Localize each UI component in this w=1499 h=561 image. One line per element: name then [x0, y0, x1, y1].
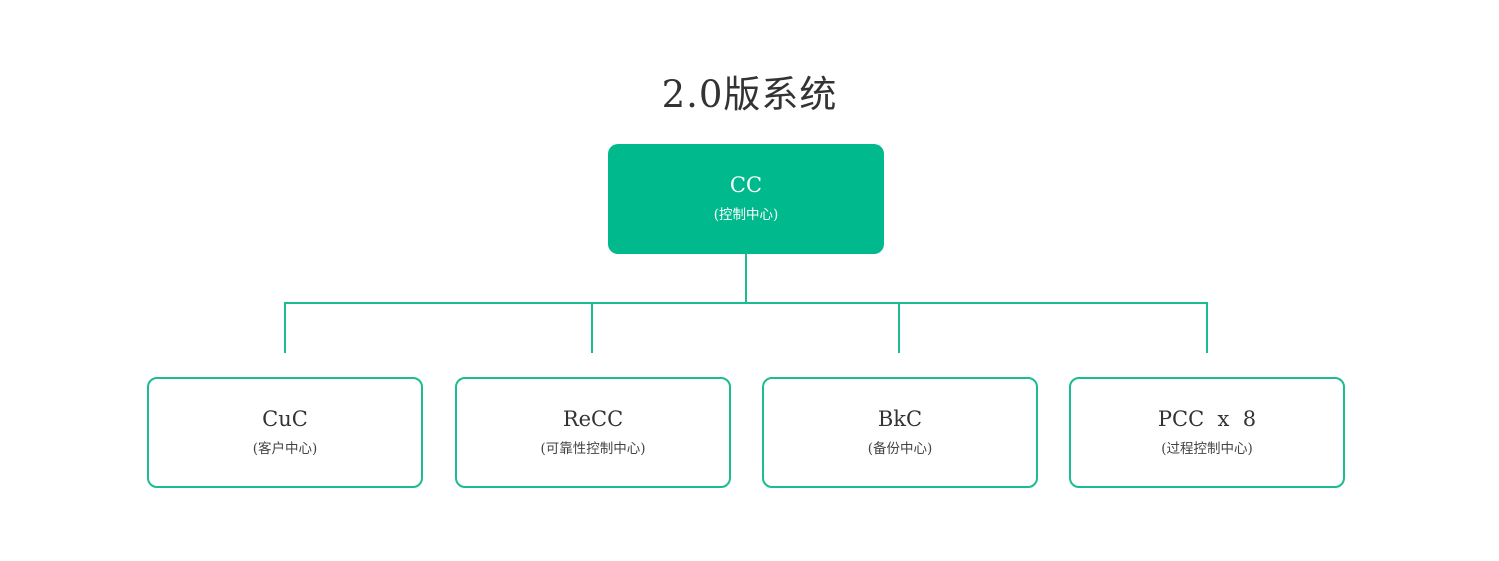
- connector-drop-cuc: [284, 302, 286, 353]
- node-cuc-label: CuC: [262, 406, 308, 431]
- node-cc-sublabel: (控制中心): [713, 207, 779, 224]
- node-pcc-label: PCC x 8: [1157, 406, 1257, 431]
- connector-drop-bkc: [898, 302, 900, 353]
- node-cuc[interactable]: CuC (客户中心): [147, 377, 423, 488]
- node-pcc-sublabel: (过程控制中心): [1161, 440, 1253, 457]
- node-pcc[interactable]: PCC x 8 (过程控制中心): [1069, 377, 1345, 488]
- node-bkc-sublabel: (备份中心): [867, 440, 933, 457]
- node-recc[interactable]: ReCC (可靠性控制中心): [455, 377, 731, 488]
- connector-drop-pcc: [1206, 302, 1208, 353]
- node-bkc-label: BkC: [877, 406, 923, 431]
- connector-root-stem: [745, 253, 747, 303]
- node-cc-label: CC: [729, 173, 763, 198]
- node-recc-label: ReCC: [562, 406, 624, 431]
- node-cuc-sublabel: (客户中心): [252, 440, 318, 457]
- diagram-title: 2.0版系统: [661, 73, 838, 116]
- node-cc[interactable]: CC (控制中心): [608, 144, 884, 254]
- node-recc-sublabel: (可靠性控制中心): [540, 440, 646, 457]
- connector-drop-recc: [591, 302, 593, 353]
- connector-rail: [284, 302, 1208, 304]
- node-bkc[interactable]: BkC (备份中心): [762, 377, 1038, 488]
